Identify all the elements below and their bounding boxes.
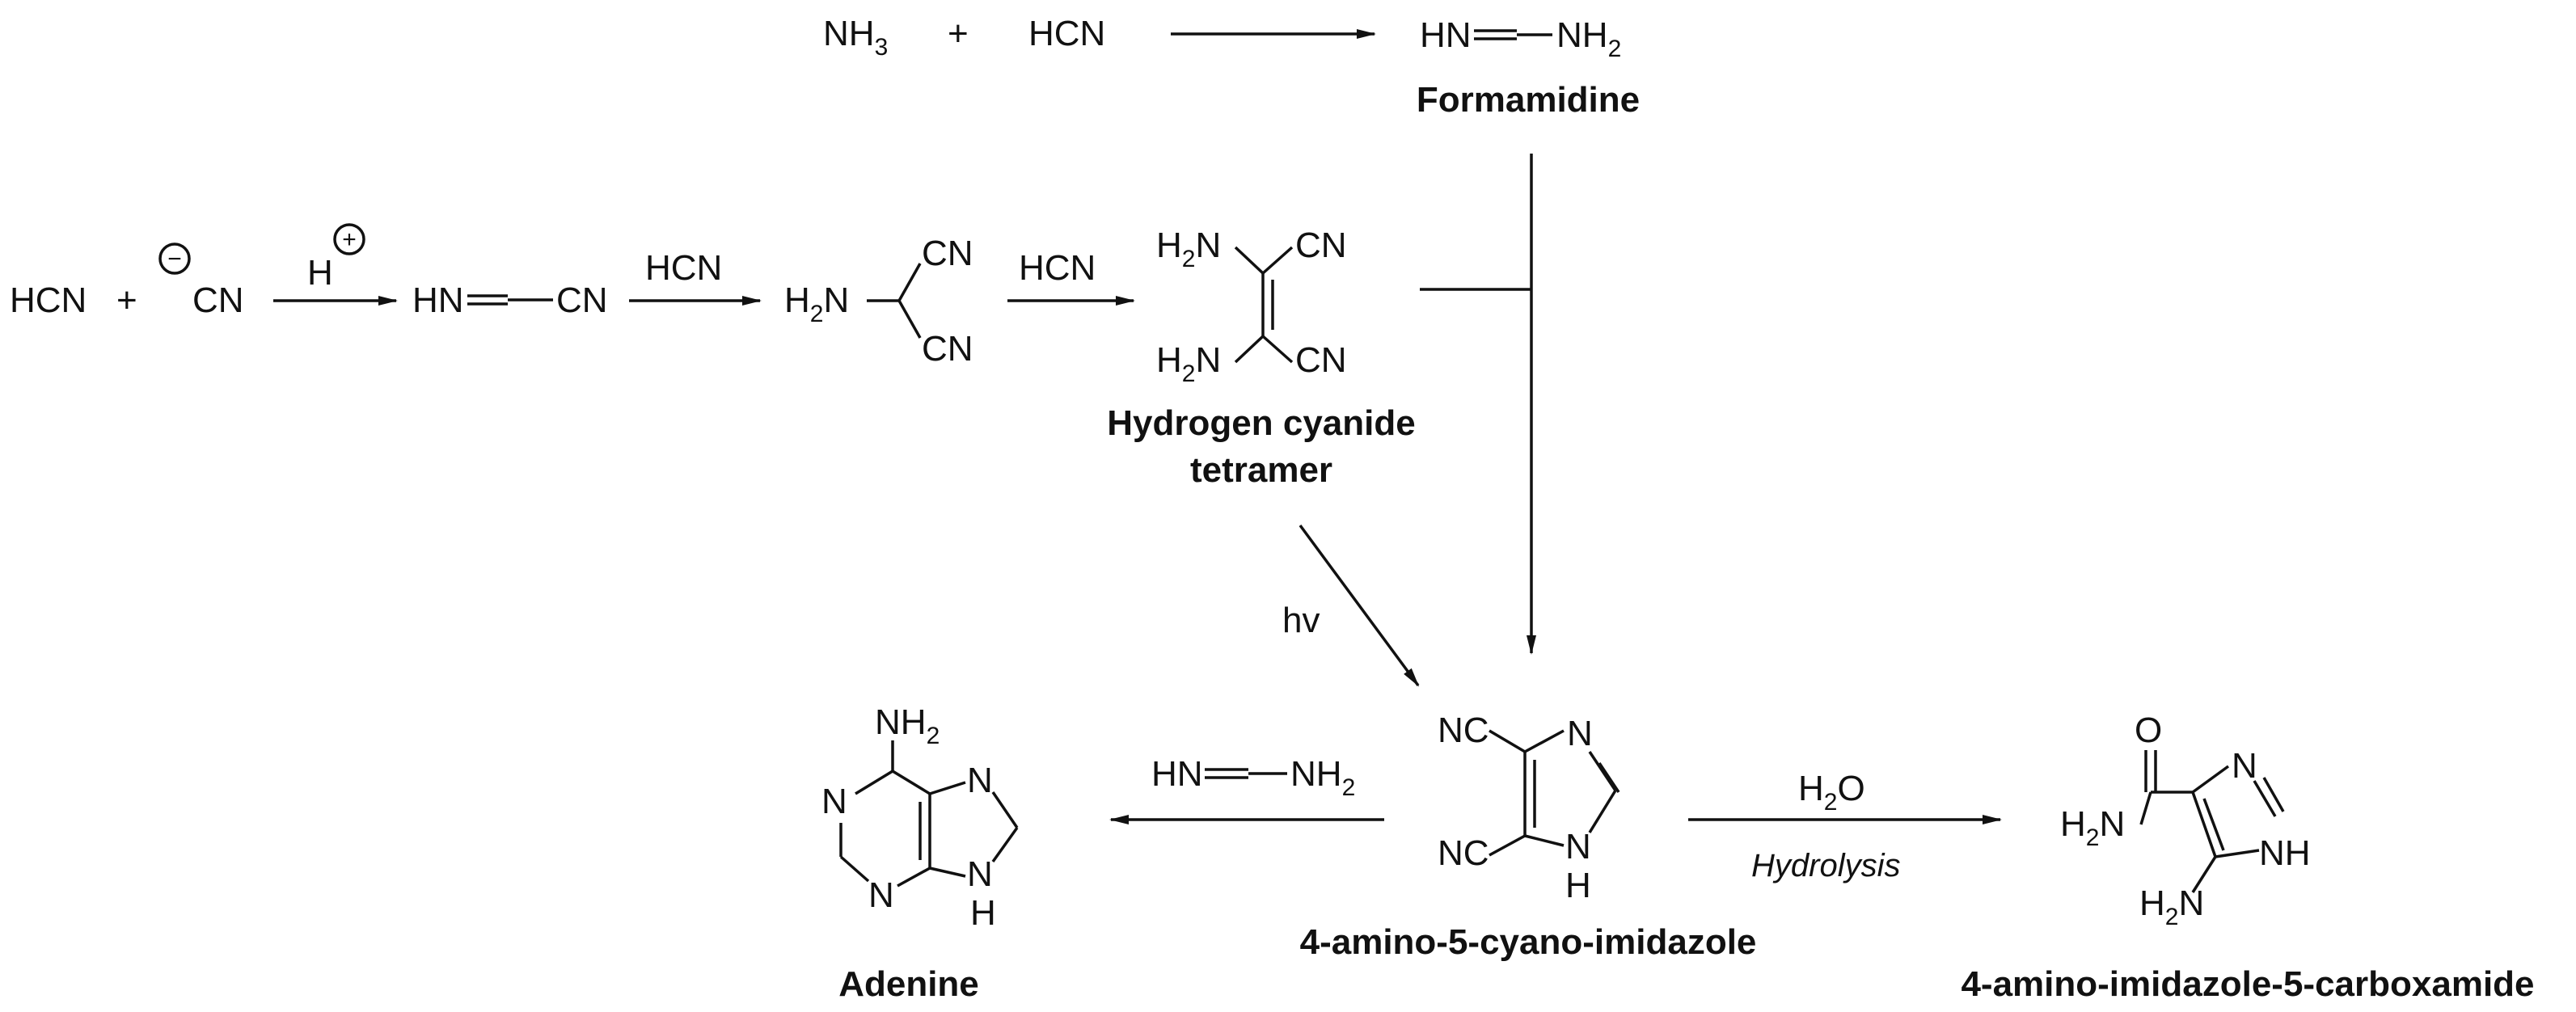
- formamidine-label: Formamidine: [1417, 80, 1640, 120]
- adenine-nh-hydrogen: H: [970, 893, 996, 933]
- ring-bond: [929, 781, 966, 795]
- imidazole-nitrile-bottom: NC: [1438, 833, 1489, 873]
- cyanide-anion: CN: [192, 280, 244, 320]
- formamidine: HN NH2 Formamidine: [1417, 15, 1640, 120]
- iminoacetonitrile: HN CN: [412, 280, 608, 320]
- amine-h2n: H2N: [784, 280, 849, 327]
- ring-bond: [855, 770, 893, 795]
- ring-bond: [991, 826, 1019, 863]
- plus-sign-1: +: [948, 14, 969, 53]
- imidazole-label: 4-amino-5-cyano-imidazole: [1300, 922, 1757, 962]
- water-reagent: H2O: [1798, 769, 1865, 816]
- ring-bond: [2191, 765, 2230, 794]
- single-bond: [1261, 335, 1294, 364]
- single-bond: [897, 300, 922, 339]
- formamidine-reagent-hn: HN: [1151, 754, 1203, 794]
- imidazole-n3: N: [1567, 714, 1593, 753]
- single-bond: [2139, 791, 2152, 825]
- amine-nh2: H2N: [2139, 883, 2204, 930]
- imine-cn: CN: [556, 280, 608, 320]
- single-bond: [1489, 729, 1526, 753]
- positive-charge-icon: [333, 223, 365, 255]
- amine-bond: [2191, 856, 2217, 893]
- arrow3-reagent: HCN: [1019, 248, 1096, 288]
- ring-bond: [2215, 849, 2260, 858]
- ring-bond: [897, 867, 931, 888]
- ring-bond: [929, 867, 966, 878]
- tetramer-label-line1: Hydrogen cyanide: [1107, 403, 1415, 443]
- arrow2-reagent: HCN: [645, 248, 722, 288]
- proton-reagent: H: [307, 253, 333, 293]
- imidazole-nh-hydrogen: H: [1565, 866, 1591, 905]
- ring-double-bond: [1588, 751, 1617, 791]
- single-bond: [1261, 246, 1294, 275]
- ring-double-bond: [2262, 777, 2285, 812]
- ring-bond: [1588, 790, 1617, 833]
- photochemical-label: hv: [1282, 601, 1320, 640]
- tetramer-nitrile-top: CN: [1295, 226, 1347, 265]
- reaction-2: HCN + − CN H +: [10, 223, 398, 320]
- formamidine-hn: HN: [1420, 15, 1472, 55]
- aminomalononitrile: H2N CN CN: [784, 234, 973, 369]
- adenine-n1: N: [821, 782, 847, 821]
- imidazole-nitrile-top: NC: [1438, 711, 1489, 750]
- tetramer-label-line2: tetramer: [1190, 450, 1332, 490]
- carbonyl-oxygen: O: [2135, 711, 2162, 750]
- hcn-reactant-1: HCN: [1028, 14, 1105, 53]
- imidazole-n1: N: [1565, 827, 1591, 867]
- ring-double-bond: [991, 791, 1019, 829]
- ring-double-bond: [1598, 762, 1620, 793]
- adenine-label: Adenine: [838, 964, 979, 1004]
- negative-charge: −: [167, 246, 182, 272]
- single-bond: [1234, 335, 1265, 364]
- imine-hn: HN: [412, 280, 464, 320]
- nitrile-top: CN: [922, 234, 973, 273]
- single-bond: [1234, 246, 1265, 275]
- ring-double-bond: [2202, 798, 2225, 851]
- nh3-formula: NH3: [823, 14, 888, 61]
- amide-nh2: H2N: [2060, 804, 2125, 851]
- carboxamide-n1: NH: [2259, 833, 2311, 873]
- ring-double-bond: [2191, 791, 2217, 858]
- ring-bond: [892, 770, 931, 795]
- carboxamide-label: 4-amino-imidazole-5-carboxamide: [1961, 964, 2534, 1004]
- hydrolysis-label: Hydrolysis: [1751, 848, 1900, 883]
- single-bond: [1489, 834, 1526, 857]
- adenine-n3: N: [868, 875, 894, 915]
- carboxamide: O H2N N NH H2N 4-amino-imidazole-5-carbo…: [1961, 711, 2534, 1004]
- adenine-step: HN NH2: [1109, 754, 1384, 824]
- ring-bond: [1524, 729, 1565, 753]
- carboxamide-n3: N: [2232, 746, 2257, 786]
- negative-charge-icon: [158, 242, 191, 275]
- photochemical-arrow: [1299, 524, 1420, 687]
- hcn-reactant-2: HCN: [10, 280, 87, 320]
- ring-bond: [839, 855, 870, 883]
- tetramer-amine-top: H2N: [1156, 226, 1221, 272]
- tetramer-amine-bottom: H2N: [1156, 340, 1221, 387]
- formamidine-reagent-nh2: NH2: [1290, 754, 1355, 801]
- hcn-tetramer: H2N H2N CN CN Hydrogen cyanide tetramer: [1107, 226, 1415, 490]
- adenine-nh2: NH2: [875, 702, 940, 749]
- ring-double-bond: [2253, 780, 2277, 817]
- tetramer-nitrile-bottom: CN: [1295, 340, 1347, 380]
- single-bond: [897, 263, 922, 301]
- formamidine-nh2: NH2: [1556, 15, 1621, 62]
- cyano-imidazole: NC NC N N H 4-amino-5-cyano-imidazole: [1300, 711, 1757, 962]
- plus-sign-2: +: [116, 280, 137, 320]
- adenine: NH2 N N N N H Adenine: [821, 702, 1019, 1004]
- hydrolysis-step: H2O Hydrolysis: [1688, 769, 2002, 883]
- nitrile-bottom: CN: [922, 329, 973, 369]
- positive-charge: +: [342, 226, 357, 253]
- adenine-n9: N: [967, 854, 993, 894]
- ring-bond: [1524, 834, 1565, 847]
- adenine-n7: N: [967, 761, 993, 800]
- reaction-1: NH3 + HCN: [823, 14, 1376, 61]
